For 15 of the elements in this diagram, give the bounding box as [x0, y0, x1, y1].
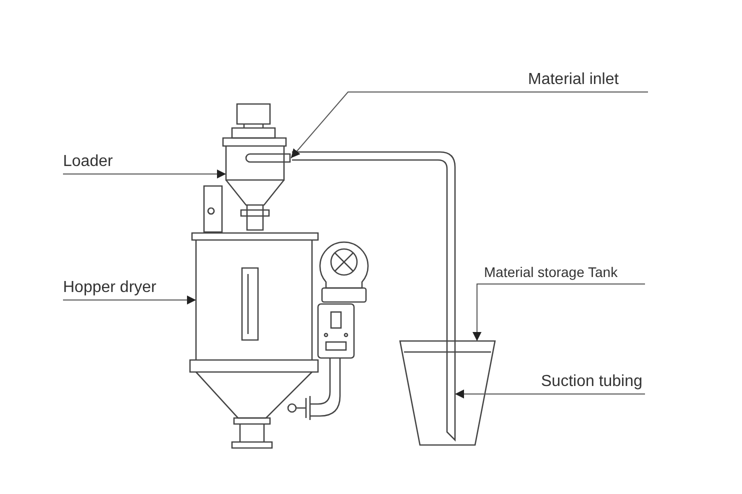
- inlet-port: [245, 153, 291, 163]
- part-label: Hopper dryer: [63, 278, 156, 298]
- suction-tube-drawing: [446, 341, 456, 442]
- part-label: Loader: [63, 152, 113, 172]
- leader-line: [472, 284, 646, 342]
- part-label: Material storage Tank: [484, 263, 618, 282]
- loader-drawing: [203, 103, 287, 233]
- hopper-drawing: [189, 232, 319, 449]
- part-label: Suction tubing: [541, 372, 642, 392]
- leader-line: [62, 296, 196, 304]
- leader-line: [454, 390, 646, 398]
- leader-line: [62, 170, 226, 178]
- part-label: Material inlet: [528, 70, 619, 90]
- leader-line: [290, 92, 648, 158]
- storage-tank-drawing: [399, 340, 496, 446]
